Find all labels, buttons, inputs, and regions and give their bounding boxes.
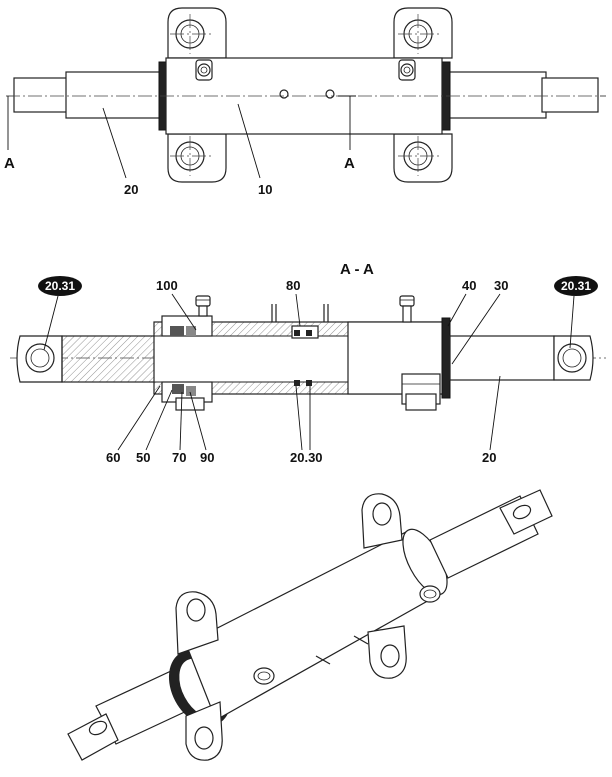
leader-20	[102, 107, 127, 179]
callout-20-30: 20.30	[290, 450, 323, 465]
top-lug-upper-right	[393, 7, 453, 59]
section-mark-right: A	[344, 155, 355, 172]
section-rod-right	[449, 335, 555, 381]
grease-fitting-icon	[398, 59, 416, 81]
isometric-view	[67, 489, 553, 761]
section-mark-left: A	[4, 155, 15, 172]
iso-lug-bottom-right	[367, 625, 407, 679]
badge-20-31-right: 20.31	[554, 276, 598, 296]
iso-rod-eye-left	[67, 713, 119, 761]
callout-20: 20	[124, 182, 138, 197]
iso-lug-bottom-left	[185, 701, 223, 761]
section-nut	[175, 397, 205, 411]
grease-fitting-icon	[419, 585, 441, 603]
top-lug-lower-right	[393, 133, 453, 183]
grease-fitting-icon	[195, 59, 213, 81]
section-rod-eye-left	[16, 335, 63, 383]
top-rod-right	[445, 71, 547, 119]
grease-fitting-icon	[195, 295, 211, 317]
callout-60: 60	[106, 450, 120, 465]
top-lug-lower-left	[167, 133, 227, 183]
callout-90: 90	[200, 450, 214, 465]
grease-fitting-icon	[399, 295, 415, 323]
callout-100: 100	[156, 278, 178, 293]
svg-text:20.31: 20.31	[561, 279, 591, 293]
section-title: A - A	[340, 261, 374, 278]
top-port-hole	[325, 89, 335, 99]
callout-30: 30	[494, 278, 508, 293]
section-eye-hole-right	[557, 343, 587, 373]
svg-text:20.31: 20.31	[45, 279, 75, 293]
callout-80: 80	[286, 278, 300, 293]
iso-lug-top	[361, 493, 403, 549]
iso-barrel	[185, 529, 441, 721]
iso-lug-left	[175, 591, 219, 655]
section-seal-right	[441, 317, 451, 399]
top-rod-right-end	[541, 77, 599, 113]
callout-50: 50	[136, 450, 150, 465]
callout-40: 40	[462, 278, 476, 293]
top-rod-left-end	[13, 77, 71, 113]
badge-20-31-left: 20.31	[38, 276, 82, 296]
top-lug-upper-left	[167, 7, 227, 59]
leader-10	[237, 103, 261, 179]
section-eye-hole-left	[25, 343, 55, 373]
top-rod-left	[65, 71, 165, 119]
section-rod-eye-right	[553, 335, 594, 381]
top-view: A A 20 10	[4, 7, 606, 197]
iso-rod-eye-right	[499, 489, 553, 535]
grease-fitting-icon	[253, 667, 275, 685]
callout-20: 20	[482, 450, 496, 465]
callout-70: 70	[172, 450, 186, 465]
section-view: A - A	[10, 261, 606, 465]
top-port-hole	[279, 89, 289, 99]
callout-10: 10	[258, 182, 272, 197]
